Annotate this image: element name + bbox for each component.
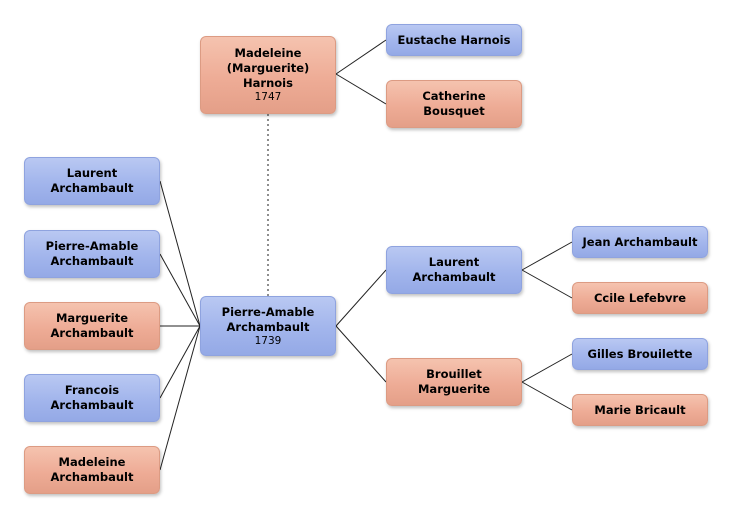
parent-link [335, 39, 387, 75]
parent-link [335, 325, 387, 383]
person-node-ccile-lefebvre[interactable]: Ccile Lefebvre [572, 282, 708, 314]
person-name: Pierre-Amable Archambault [221, 304, 315, 334]
person-node-laurent-archambault-child[interactable]: Laurent Archambault [24, 157, 160, 205]
person-node-pierre-amable-archambault-child[interactable]: Pierre-Amable Archambault [24, 230, 160, 278]
person-node-pierre-amable-archambault[interactable]: Pierre-Amable Archambault 1739 [200, 296, 336, 356]
person-node-jean-archambault[interactable]: Jean Archambault [572, 226, 708, 258]
person-node-brouillet-marguerite[interactable]: Brouillet Marguerite [386, 358, 522, 406]
parent-link [521, 269, 573, 299]
person-name: Pierre-Amable Archambault [45, 239, 139, 268]
person-node-marguerite-archambault[interactable]: Marguerite Archambault [24, 302, 160, 350]
child-link [159, 325, 201, 471]
person-name: Laurent Archambault [50, 166, 134, 195]
person-name: Brouillet Marguerite [417, 367, 490, 396]
parent-link [521, 381, 573, 411]
person-year: 1747 [254, 91, 282, 103]
person-name: Laurent Archambault [412, 255, 496, 284]
person-name: Jean Archambault [582, 234, 698, 249]
parent-link [521, 353, 573, 383]
person-node-marie-bricault[interactable]: Marie Bricault [572, 394, 708, 426]
person-name: Madeleine Archambault [50, 455, 134, 484]
person-year: 1739 [254, 334, 282, 347]
person-name: Catherine Bousquet [422, 89, 486, 118]
child-link [159, 325, 201, 399]
parent-link [521, 241, 573, 271]
person-node-laurent-archambault-father[interactable]: Laurent Archambault [386, 246, 522, 294]
parent-link [335, 269, 387, 327]
person-node-catherine-bousquet[interactable]: Catherine Bousquet [386, 80, 522, 128]
person-name: Marguerite Archambault [50, 311, 134, 340]
person-node-madeleine-archambault[interactable]: Madeleine Archambault [24, 446, 160, 494]
person-node-eustache-harnois[interactable]: Eustache Harnois [386, 24, 522, 56]
person-name: Marie Bricault [594, 402, 686, 417]
person-name: Eustache Harnois [397, 32, 511, 47]
person-name: Gilles Brouilette [587, 346, 693, 361]
person-node-francois-archambault[interactable]: Francois Archambault [24, 374, 160, 422]
person-name: Madeleine (Marguerite) Harnois [226, 46, 310, 90]
child-link [159, 253, 201, 327]
parent-link [335, 73, 387, 105]
person-node-madeleine-harnois[interactable]: Madeleine (Marguerite) Harnois 1747 [200, 36, 336, 114]
child-link [159, 180, 201, 327]
person-node-gilles-brouilette[interactable]: Gilles Brouilette [572, 338, 708, 370]
person-name: Ccile Lefebvre [593, 290, 687, 305]
person-name: Francois Archambault [50, 383, 134, 412]
